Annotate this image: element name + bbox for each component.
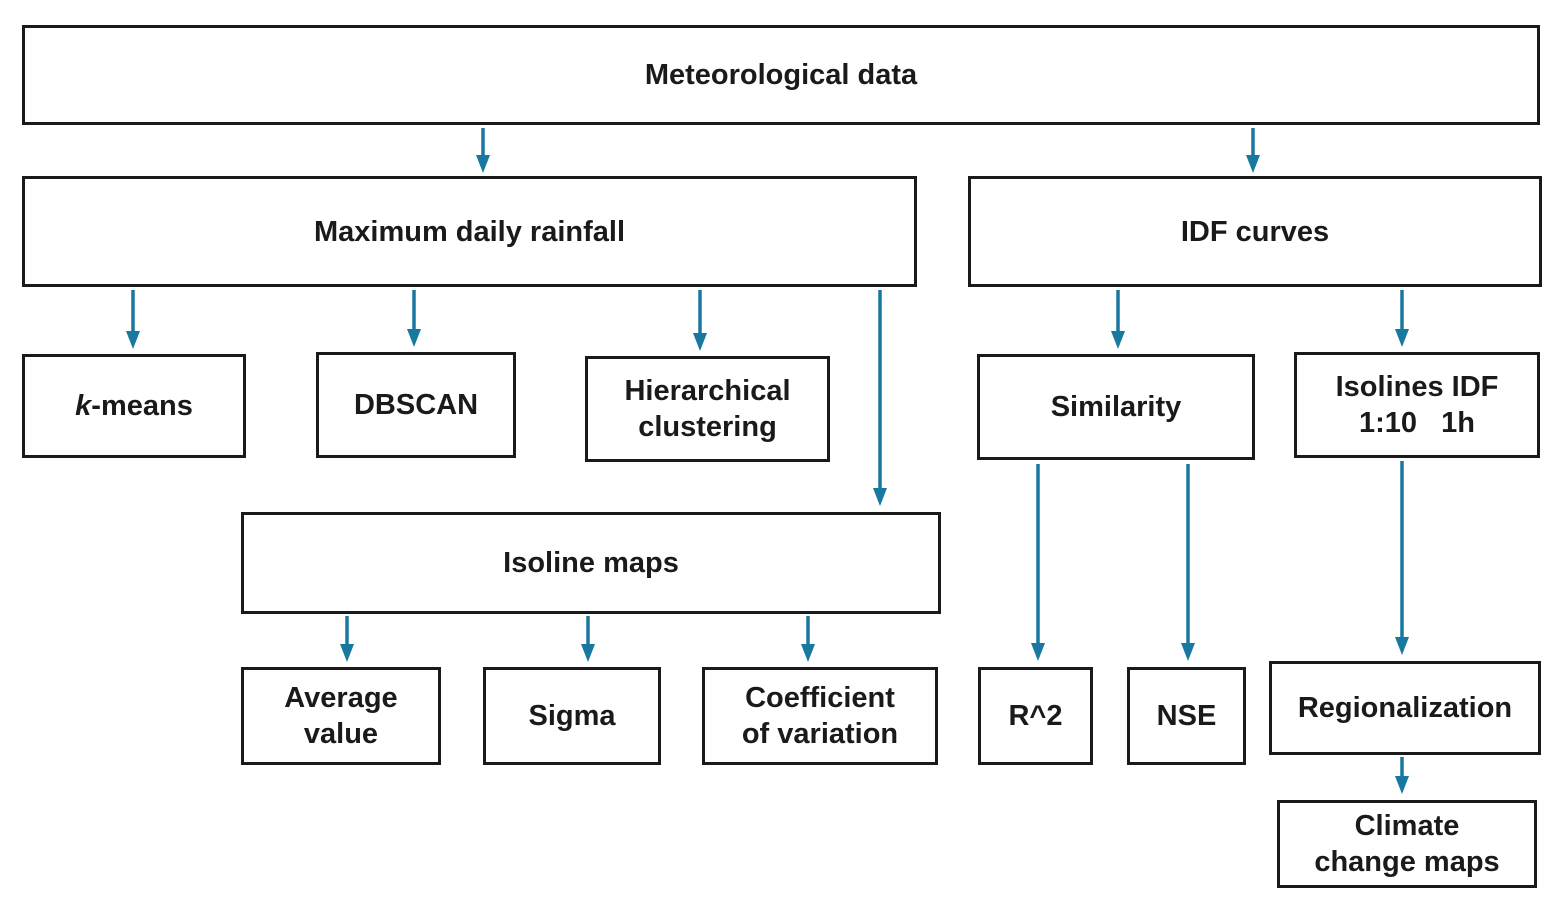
- arrow-similarity-to-nse: [1181, 464, 1195, 661]
- node-label: IDF curves: [1180, 215, 1330, 248]
- node-sigma: Sigma: [483, 667, 661, 765]
- node-label-italic-part: k: [75, 390, 92, 422]
- arrow-regionalization-to-climate: [1395, 757, 1409, 794]
- arrow-meteorological-to-idf: [1246, 128, 1260, 173]
- arrow-isoline-maps-to-sigma: [581, 616, 595, 662]
- node-nse: NSE: [1127, 667, 1246, 765]
- node-label: Maximum daily rainfall: [313, 215, 626, 248]
- arrow-isolines-idf-to-regionalization: [1395, 461, 1409, 655]
- arrow-rainfall-to-isoline-maps: [873, 290, 887, 506]
- node-label-line1: Isolines IDF: [1335, 371, 1499, 403]
- node-label-line1: Coefficient: [745, 682, 895, 714]
- arrow-isoline-maps-to-coefficient: [801, 616, 815, 662]
- node-label-line2: 1:10 1h: [1358, 407, 1476, 439]
- node-label: Sigma: [528, 700, 616, 732]
- node-maximum-daily-rainfall: Maximum daily rainfall: [22, 176, 917, 287]
- node-k-means: k-means: [22, 354, 246, 458]
- node-isolines-idf: Isolines IDF 1:10 1h: [1294, 352, 1540, 458]
- node-label-line1: Hierarchical: [624, 375, 791, 407]
- arrow-idf-to-similarity: [1111, 290, 1125, 349]
- arrow-rainfall-to-kmeans: [126, 290, 140, 349]
- node-idf-curves: IDF curves: [968, 176, 1542, 287]
- arrow-rainfall-to-dbscan: [407, 290, 421, 347]
- node-dbscan: DBSCAN: [316, 352, 516, 458]
- node-label-line2: clustering: [638, 411, 777, 443]
- arrow-rainfall-to-hierarchical: [693, 290, 707, 351]
- node-label: Regionalization: [1297, 692, 1513, 724]
- arrow-meteorological-to-rainfall: [476, 128, 490, 173]
- node-average-value: Average value: [241, 667, 441, 765]
- node-hierarchical-clustering: Hierarchical clustering: [585, 356, 830, 462]
- node-label: Isoline maps: [503, 547, 679, 579]
- node-label: Similarity: [1050, 391, 1182, 423]
- node-label-line2: of variation: [741, 718, 899, 750]
- node-label-line1: Climate: [1354, 810, 1460, 842]
- arrow-idf-to-isolines-idf: [1395, 290, 1409, 347]
- node-similarity: Similarity: [977, 354, 1255, 460]
- node-r-squared: R^2: [978, 667, 1093, 765]
- node-label: R^2: [1008, 700, 1063, 732]
- arrow-isoline-maps-to-average: [340, 616, 354, 662]
- node-label-line2: value: [303, 718, 379, 750]
- node-label-line1: Average: [284, 682, 398, 714]
- node-label: NSE: [1156, 700, 1217, 732]
- node-meteorological-data: Meteorological data: [22, 25, 1540, 125]
- node-label: DBSCAN: [353, 389, 479, 421]
- arrow-similarity-to-r2: [1031, 464, 1045, 661]
- node-label: k-means: [75, 388, 193, 424]
- node-coefficient-of-variation: Coefficient of variation: [702, 667, 938, 765]
- node-climate-change-maps: Climate change maps: [1277, 800, 1537, 888]
- node-label-line2: change maps: [1314, 846, 1500, 878]
- node-isoline-maps: Isoline maps: [241, 512, 941, 614]
- node-regionalization: Regionalization: [1269, 661, 1541, 755]
- node-label: Meteorological data: [644, 59, 918, 91]
- node-label-rest-part: -means: [91, 390, 193, 422]
